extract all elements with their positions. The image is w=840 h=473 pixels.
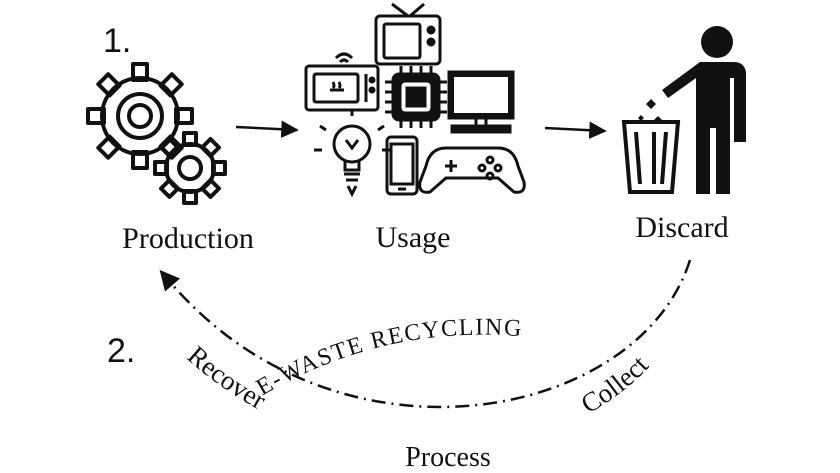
tv-icon: [374, 2, 442, 66]
step-number-1: 1.: [103, 22, 131, 60]
cycle-label-process: Process: [405, 442, 491, 473]
chip-icon: [385, 66, 447, 128]
usage-devices: [304, 2, 526, 198]
arc-title-ewaste-recycling: E-WASTE RECYCLING: [252, 315, 524, 402]
step-number-2: 2.: [107, 332, 135, 370]
arrow-production-to-usage: [235, 120, 299, 138]
stage-label-production: Production: [122, 222, 254, 255]
lightbulb-icon: [314, 110, 390, 198]
stage-label-discard: Discard: [635, 211, 728, 244]
recycling-arc-arrow: [159, 259, 692, 409]
monitor-icon: [447, 70, 515, 134]
smartphone-icon: [385, 135, 419, 196]
stage-label-usage: Usage: [376, 221, 451, 254]
microwave-icon: [304, 52, 380, 112]
collect-text: Collect: [576, 349, 654, 419]
arrow-usage-to-discard: [544, 121, 607, 139]
cycle-label-collect: Collect: [576, 349, 654, 419]
gears-icon: [86, 62, 227, 205]
arc-title-text: E-WASTE RECYCLING: [252, 315, 522, 402]
gamepad-icon: [418, 146, 526, 194]
person-trash-bin-icon: [621, 26, 746, 194]
